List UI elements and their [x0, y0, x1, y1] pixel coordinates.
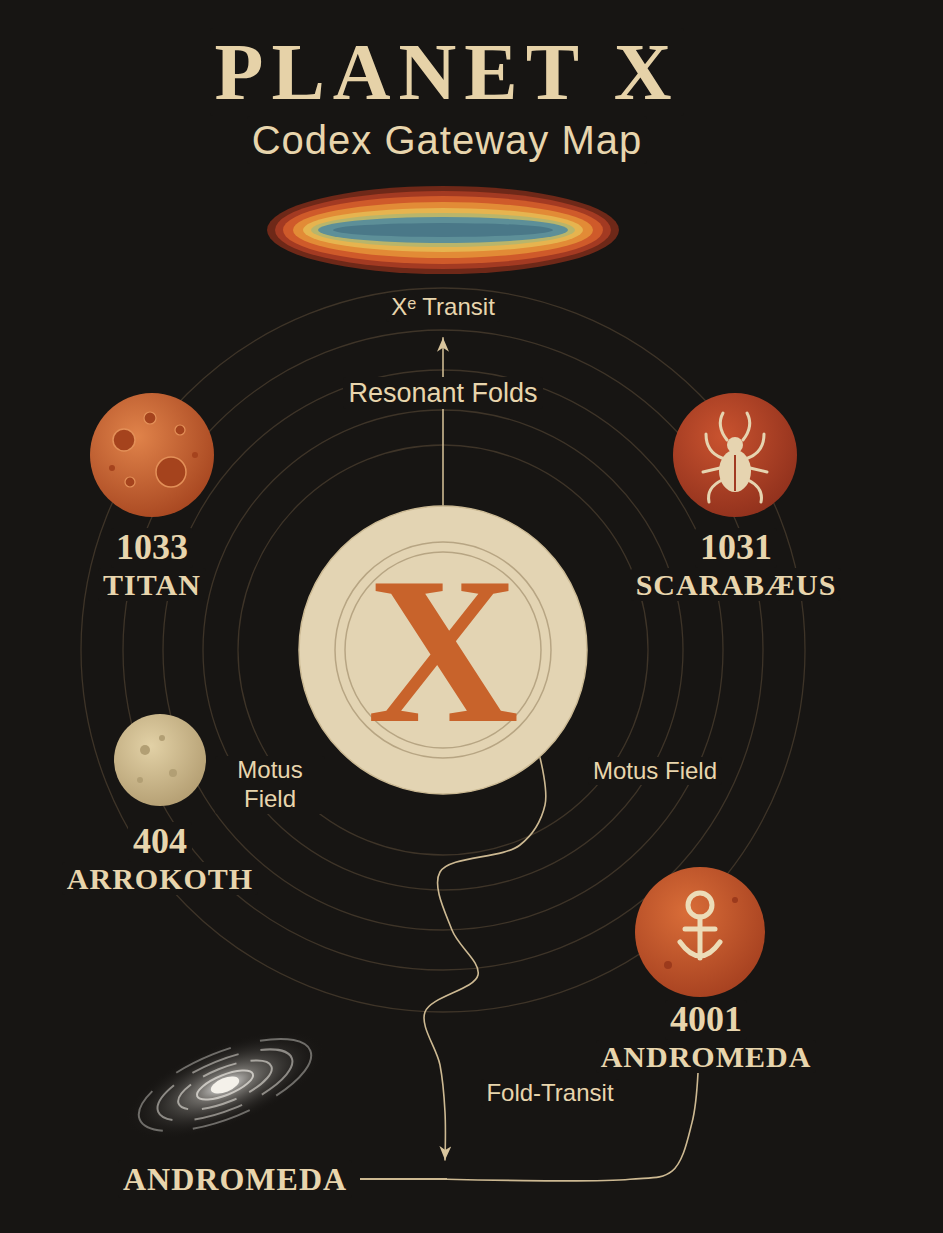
shape-space — [267, 187, 619, 293]
node-label: 1031 — [695, 528, 777, 568]
node-label: X — [367, 545, 519, 755]
planet-titan — [90, 393, 214, 517]
field-label: Motus Field — [588, 757, 722, 786]
orbit-rings — [81, 288, 805, 1012]
portal-band — [283, 196, 603, 264]
leader-rule — [360, 1178, 447, 1180]
portal-band — [275, 191, 611, 269]
crater — [140, 745, 150, 755]
node-label: ARROKOTH — [62, 862, 258, 895]
galaxy-core — [208, 1073, 241, 1097]
ankh-symbol — [680, 893, 720, 958]
core-ring — [299, 506, 587, 794]
planet-node: 404ARROKOTH — [62, 714, 258, 895]
galaxy-spiral — [112, 1008, 339, 1162]
galaxy-arm — [172, 1051, 277, 1120]
planet-node: 1033TITAN — [90, 393, 214, 601]
planet-disc — [673, 393, 797, 517]
crater — [113, 429, 135, 451]
scarab-leg — [706, 434, 722, 458]
crater — [125, 477, 135, 487]
planet-disc — [90, 393, 214, 517]
portal-band — [333, 223, 553, 237]
galaxy-arm — [193, 1064, 256, 1105]
crater — [156, 457, 186, 487]
node-label: TITAN — [98, 568, 206, 601]
edge-label: Resonant Folds — [343, 377, 542, 409]
portal-band — [303, 208, 583, 252]
crater — [109, 465, 115, 471]
scarab-legs — [703, 413, 767, 502]
scarab-leg — [703, 468, 720, 472]
galaxy-node: ANDROMEDA — [118, 1160, 447, 1198]
scarab-leg — [750, 468, 767, 472]
fold-link — [442, 338, 444, 505]
planet-node: 1031SCARABÆUS — [631, 393, 842, 601]
ankh-stem — [698, 917, 703, 958]
map-title: PLANET X — [210, 28, 685, 116]
portal-band — [267, 186, 619, 274]
planet-arrokoth — [114, 714, 206, 806]
crater — [192, 452, 198, 458]
portal-band — [311, 213, 575, 247]
node-label: ANDROMEDA — [118, 1160, 352, 1198]
core-circle: X — [298, 505, 588, 795]
scarab-horn — [720, 413, 727, 440]
shape-space — [90, 393, 214, 528]
portal-band — [318, 217, 568, 243]
crater — [169, 769, 177, 777]
shape-space — [641, 867, 771, 1000]
galaxy-arm — [149, 1035, 301, 1135]
ankh-anchor — [680, 942, 720, 956]
node-label: 404 — [128, 822, 192, 862]
scarab-leg — [748, 434, 764, 458]
scarab-leg — [748, 480, 761, 502]
crater — [732, 897, 738, 903]
planet-node: 4001ANDROMEDA — [596, 867, 817, 1073]
field-label: Motus Field — [215, 756, 325, 814]
crater — [664, 961, 672, 969]
galaxy-glow — [112, 1008, 339, 1162]
core-ring — [335, 542, 551, 758]
orbit-ring — [81, 288, 805, 1012]
scarab-wing-line — [734, 455, 736, 491]
crater — [175, 425, 185, 435]
shape-space — [114, 714, 206, 822]
crater — [159, 735, 165, 741]
map-subtitle: Codex Gateway Map — [247, 116, 648, 164]
planet-disc — [114, 714, 206, 806]
galaxy-arm — [127, 1020, 322, 1150]
portal-band — [293, 202, 593, 258]
scarab-leg — [709, 480, 722, 502]
node-label: 1033 — [111, 528, 193, 568]
crater — [144, 412, 156, 424]
scarab-body — [719, 450, 751, 492]
node-label: ANDROMEDA — [596, 1040, 817, 1073]
planet-andromeda — [635, 867, 765, 997]
scarab-horn — [743, 413, 750, 440]
node-label: SCARABÆUS — [631, 568, 842, 601]
node-label: 4001 — [665, 1000, 747, 1040]
crater — [137, 777, 143, 783]
ankh-loop — [688, 893, 712, 917]
andromeda-link — [447, 1073, 698, 1181]
planet-scarabaeus — [673, 393, 797, 517]
node-label: Xᵉ Transit — [386, 293, 500, 322]
ankh-bar — [685, 927, 715, 932]
shape-space — [674, 393, 798, 528]
portal-node: Xᵉ Transit — [267, 187, 619, 338]
gateway-portal — [267, 186, 619, 274]
planet-disc — [635, 867, 765, 997]
edge-label: Fold-Transit — [481, 1079, 618, 1108]
